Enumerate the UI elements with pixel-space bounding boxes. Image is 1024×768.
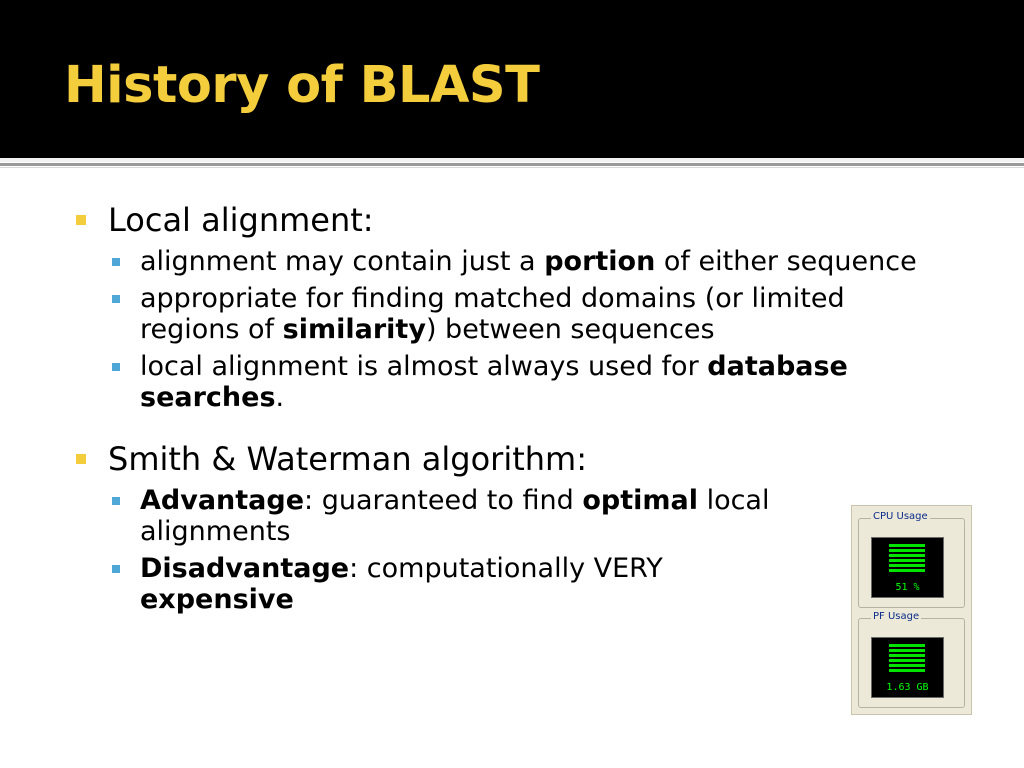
sub-bullet-bold: portion <box>544 246 656 277</box>
sub-bullet: Disadvantage: computationally VERY expen… <box>70 553 760 615</box>
slide-content: Local alignment: alignment may contain j… <box>70 200 950 615</box>
pf-usage-group: PF Usage 1.63 GB <box>858 611 965 708</box>
bullet-smith-waterman: Smith & Waterman algorithm: <box>70 439 950 479</box>
sub-bullet-bold: database searches <box>140 351 848 413</box>
sub-bullet: Advantage: guaranteed to find optimal lo… <box>70 485 820 547</box>
title-bar: History of BLAST <box>0 0 1024 158</box>
sub-bullet-text: . <box>275 382 285 413</box>
square-bullet-icon <box>112 497 120 505</box>
square-bullet-icon <box>112 363 120 371</box>
sub-bullet-text: ) between sequences <box>425 314 715 345</box>
sub-bullet-text: : computationally VERY <box>349 553 663 584</box>
pf-usage-value: 1.63 GB <box>886 682 929 693</box>
square-bullet-icon <box>76 215 86 225</box>
sub-bullet-text: : guaranteed to find <box>304 485 583 516</box>
bullet-text: Local alignment: <box>108 201 374 239</box>
cpu-usage-group: CPU Usage 51 % <box>858 511 965 608</box>
sub-bullet-text: appropriate for finding matched domains … <box>140 283 845 345</box>
sub-bullet-text: alignment may contain just a <box>140 246 545 277</box>
section-gap <box>70 413 950 439</box>
sub-bullet: appropriate for finding matched domains … <box>70 283 950 345</box>
sub-bullet-bold: expensive <box>140 584 294 615</box>
task-manager-inset: CPU Usage 51 % PF Usage 1.63 GB <box>851 505 972 715</box>
cpu-usage-label: CPU Usage <box>871 511 930 522</box>
sub-bullet-text: local alignments <box>140 485 770 547</box>
square-bullet-icon <box>112 295 120 303</box>
sub-bullet-text: of either sequence <box>655 246 917 277</box>
sub-bullet-bold: Disadvantage <box>140 553 350 584</box>
bullet-local-alignment: Local alignment: <box>70 200 950 240</box>
title-divider-light <box>0 158 1024 162</box>
cpu-usage-graph: 51 % <box>871 537 944 598</box>
title-divider-faint <box>0 167 1024 168</box>
pf-usage-label: PF Usage <box>871 611 922 622</box>
pf-meter-bars <box>889 644 925 674</box>
sub-bullet-text: local alignment is almost always used fo… <box>140 351 708 382</box>
square-bullet-icon <box>112 258 120 266</box>
bullet-text: Smith & Waterman algorithm: <box>108 440 587 478</box>
slide-title: History of BLAST <box>64 56 540 115</box>
square-bullet-icon <box>112 565 120 573</box>
sub-bullet-bold: similarity <box>282 314 426 345</box>
sub-bullet: alignment may contain just a portion of … <box>70 246 950 277</box>
sub-bullet: local alignment is almost always used fo… <box>70 351 950 413</box>
cpu-meter-bars <box>889 544 925 574</box>
square-bullet-icon <box>76 454 86 464</box>
cpu-usage-value: 51 % <box>895 582 920 593</box>
title-divider-dark <box>0 163 1024 166</box>
sub-bullet-bold: Advantage <box>140 485 305 516</box>
sub-bullet-bold: optimal <box>582 485 698 516</box>
pf-usage-graph: 1.63 GB <box>871 637 944 698</box>
